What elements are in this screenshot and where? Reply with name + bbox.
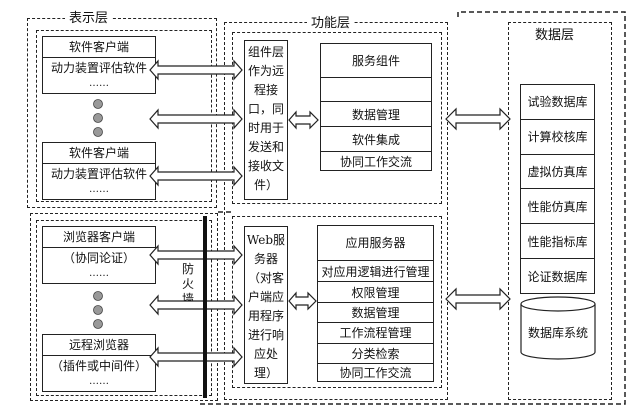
app-server-item: 工作流程管理 (318, 323, 433, 344)
db-item: 试验数据库 (521, 85, 594, 120)
db-item: 虚拟仿真库 (521, 155, 594, 190)
service-item: 数据管理 (321, 102, 431, 127)
software-client-box: 软件客户端 动力装置评估软件 …… (42, 142, 156, 200)
browser-client-title: 浏览器客户端 (62, 230, 135, 244)
presentation-layer-title: 表示层 (65, 12, 113, 25)
browser-client-more: …… (89, 268, 109, 279)
browser-client-name: （协同论证） (62, 251, 135, 265)
browser-client-title: 远程浏览器 (68, 338, 129, 352)
service-component-box: 服务组件 数据管理 软件集成 协同工作交流 (320, 43, 432, 171)
software-client-more: …… (89, 78, 109, 89)
component-interface-box: 组件层作为远程接口，同时用于发送和接收文件） (244, 40, 288, 200)
software-client-box: 软件客户端 动力装置评估软件 …… (42, 36, 156, 94)
software-client-title: 软件客户端 (68, 40, 129, 54)
app-server-item: 协同工作交流 (339, 365, 412, 380)
app-server-item: 数据管理 (318, 303, 433, 324)
db-item: 性能指标库 (521, 224, 594, 260)
connector-arrow (149, 59, 511, 368)
function-layer-title: 功能层 (307, 17, 355, 30)
database-system-label: 数据库系统 (527, 326, 588, 340)
ellipsis-dots (93, 99, 103, 329)
service-item: 软件集成 (321, 127, 431, 152)
app-server-item: 权限管理 (318, 282, 433, 303)
db-list-box: 试验数据库 计算校核库 虚拟仿真库 性能仿真库 性能指标库 论证数据库 (520, 84, 595, 294)
software-client-title: 软件客户端 (68, 146, 129, 160)
outer-dashed-line (200, 11, 626, 405)
browser-client-box: 浏览器客户端 （协同论证） …… (42, 226, 156, 284)
browser-client-more: …… (89, 376, 109, 387)
web-server-text: Web服务器（对客户端应用程序进行响应处理） (246, 233, 286, 380)
component-interface-text: 组件层作为远程接口，同时用于发送和接收文件） (247, 45, 284, 192)
database-cylinder (520, 296, 596, 360)
browser-client-box: 远程浏览器 （插件或中间件） …… (42, 334, 156, 392)
data-layer (508, 22, 612, 400)
app-server-item: 应用服务器 (318, 226, 433, 261)
software-client-name: 动力装置评估软件 (50, 167, 147, 181)
presentation-layer-upper (27, 18, 217, 208)
app-server-item: 分类检索 (318, 344, 433, 364)
service-item (321, 78, 431, 102)
web-server-box: Web服务器（对客户端应用程序进行响应处理） (244, 226, 288, 384)
service-item: 服务组件 (321, 44, 431, 78)
data-layer-title: 数据层 (535, 28, 575, 43)
db-item: 计算校核库 (521, 120, 594, 155)
app-server-item: 对应用逻辑进行管理 (318, 261, 433, 283)
browser-client-name: （插件或中间件） (50, 359, 147, 373)
db-item: 论证数据库 (527, 269, 588, 284)
software-client-name: 动力装置评估软件 (50, 61, 147, 75)
db-item: 性能仿真库 (521, 189, 594, 225)
software-client-more: …… (89, 184, 109, 195)
service-item: 协同工作交流 (339, 154, 412, 169)
app-server-box: 应用服务器 对应用逻辑进行管理 权限管理 数据管理 工作流程管理 分类检索 协同… (317, 225, 434, 382)
